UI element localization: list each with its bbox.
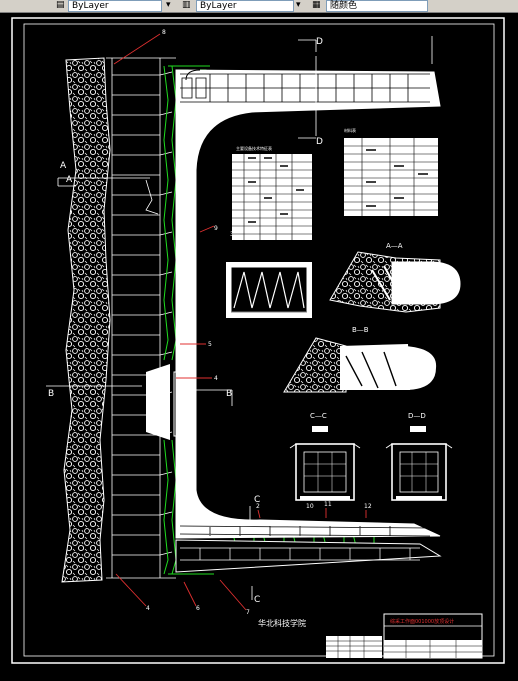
view-label: A—A [386, 242, 403, 250]
dropdown-arrow-icon[interactable]: ▾ [296, 0, 301, 10]
goaf-rock-mass [61, 57, 111, 583]
pressure-graph [226, 262, 312, 318]
bottom-roadway-supports [179, 525, 431, 537]
layer-dropdown[interactable]: ByLayer [68, 0, 162, 12]
section-label: B [48, 389, 54, 399]
inner-frame [23, 23, 495, 657]
callout-leaders [113, 33, 367, 611]
outer-frame [11, 17, 505, 664]
callout-number: 2 [256, 503, 260, 510]
equipment-table: 主要设备技术特征表 [232, 145, 312, 240]
dropdown-arrow-icon[interactable]: ▾ [166, 0, 171, 10]
material-table: 材料表 [344, 127, 438, 216]
lineweight-icon[interactable]: ▦ [312, 0, 321, 10]
section-a-a-view: A—A [329, 242, 461, 313]
callout-number: 7 [246, 609, 250, 616]
section-label: D [316, 137, 323, 147]
drawing-canvas[interactable]: D D A A B B C C 8 9 5 4 3 4 6 7 2 10 11 … [0, 12, 518, 681]
material-table-title: 材料表 [344, 127, 356, 133]
callout-number: 12 [364, 503, 372, 510]
callout-number: 6 [196, 605, 200, 612]
view-label: C—C [310, 412, 327, 420]
linetype-dropdown[interactable]: ByLayer [196, 0, 294, 12]
section-label: A [60, 161, 67, 171]
layer-icon[interactable]: ▤ [56, 0, 65, 10]
bottom-conveyor [175, 539, 442, 573]
section-label: C [254, 595, 260, 605]
callout-number: 5 [208, 341, 212, 348]
top-roadway-supports [180, 73, 430, 103]
section-d-d-view: D—D [385, 412, 453, 501]
equipment-table-title: 主要设备技术特征表 [236, 145, 272, 151]
title-block: 综采工作面001000放顶设计 [326, 613, 483, 659]
callout-number: 10 [306, 503, 314, 510]
view-label: B—B [352, 326, 369, 334]
section-c-c-view: C—C [289, 412, 361, 501]
linetype-icon[interactable]: ▥ [182, 0, 191, 10]
callout-number: 4 [214, 375, 218, 382]
section-label: A [66, 175, 73, 185]
callout-number: 8 [162, 29, 166, 36]
view-label: D—D [408, 412, 426, 420]
linetype-dropdown-value: ByLayer [200, 1, 237, 11]
title-block-heading: 综采工作面001000放顶设计 [390, 618, 454, 625]
school-name: 华北科技学院 [258, 618, 306, 628]
properties-toolbar: ▤ ByLayer ▾ ▥ ByLayer ▾ ▦ 随颜色 [0, 0, 518, 13]
section-label: C [254, 495, 260, 505]
lineweight-dropdown[interactable]: 随颜色 [326, 0, 428, 12]
layer-dropdown-value: ByLayer [72, 1, 109, 11]
callout-number: 9 [214, 225, 218, 232]
callout-number: 4 [146, 605, 150, 612]
section-label: D [316, 37, 323, 47]
section-label: B [226, 389, 232, 399]
callout-number: 11 [324, 501, 332, 508]
section-lines [46, 36, 433, 600]
lineweight-dropdown-value: 随颜色 [330, 1, 358, 11]
roadway-outline [175, 69, 441, 539]
section-b-b-view: B—B [283, 326, 437, 393]
